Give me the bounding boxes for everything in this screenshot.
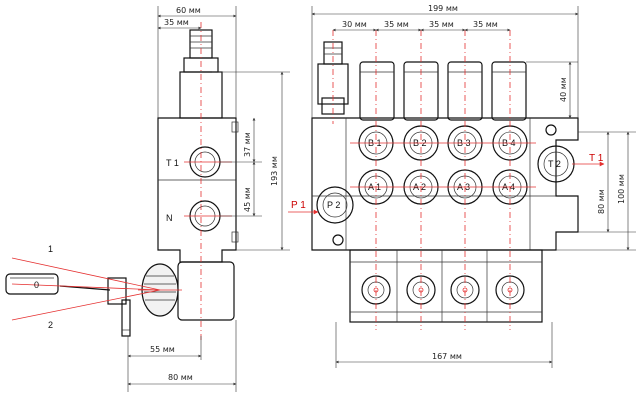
outlet-label: T 1 xyxy=(589,153,604,164)
dim-front-167: 167 мм xyxy=(432,352,462,361)
inlet-label: P 1 xyxy=(291,200,306,211)
dim-front-35c: 35 мм xyxy=(473,20,498,29)
lever-position-0: 0 xyxy=(34,280,39,290)
side-label-t1: T 1 xyxy=(166,158,179,168)
side-view: T 1 N 1 0 2 xyxy=(5,6,290,392)
lever-line-0 xyxy=(11,283,161,291)
label-p2: P 2 xyxy=(327,200,340,210)
side-lever-housing xyxy=(177,261,235,321)
dim-front-199: 199 мм xyxy=(428,4,458,13)
lever-position-2: 2 xyxy=(48,320,53,330)
dim-front-80: 80 мм xyxy=(597,189,606,214)
dim-side-37: 37 мм xyxy=(243,132,252,157)
front-dimensions: 199 мм 30 мм 35 мм 35 мм 35 мм 40 мм 80 … xyxy=(311,4,636,368)
dim-side-55: 55 мм xyxy=(150,345,175,354)
dim-side-80: 80 мм xyxy=(168,373,193,382)
dim-front-100: 100 мм xyxy=(617,174,626,204)
lever-line-2 xyxy=(11,289,161,321)
side-label-n: N xyxy=(166,213,173,223)
spool-cap-1 xyxy=(359,61,395,121)
dim-side-193: 193 мм xyxy=(270,156,279,186)
spool-cap-4 xyxy=(491,61,527,121)
lever-position-1: 1 xyxy=(48,244,53,254)
dim-side-60: 60 мм xyxy=(176,6,201,15)
lever-pin xyxy=(121,299,131,337)
lever-pivot xyxy=(107,277,127,305)
dim-front-40: 40 мм xyxy=(559,77,568,102)
side-body xyxy=(157,117,237,263)
front-body xyxy=(311,117,579,251)
port-t2 xyxy=(543,151,569,177)
dim-front-35b: 35 мм xyxy=(429,20,454,29)
dim-side-35: 35 мм xyxy=(164,18,189,27)
front-view: B 1 B 2 B 3 B 4 A 1 A 2 A 3 A 4 P 2 T 2 … xyxy=(288,4,636,368)
dim-side-45: 45 мм xyxy=(243,187,252,212)
label-t2: T 2 xyxy=(548,159,561,169)
dim-front-35a: 35 мм xyxy=(384,20,409,29)
mount-hole-top xyxy=(545,124,557,136)
mount-hole-bottom xyxy=(332,234,344,246)
spool-housing xyxy=(349,249,543,323)
lever-handle xyxy=(5,273,59,295)
side-dimensions: 60 мм 35 мм 193 мм 37 мм 45 мм 55 мм 80 … xyxy=(127,6,290,392)
dim-front-30: 30 мм xyxy=(342,20,367,29)
port-p2 xyxy=(322,192,348,218)
lever-line-1 xyxy=(11,257,161,291)
spool-ends xyxy=(361,275,525,305)
